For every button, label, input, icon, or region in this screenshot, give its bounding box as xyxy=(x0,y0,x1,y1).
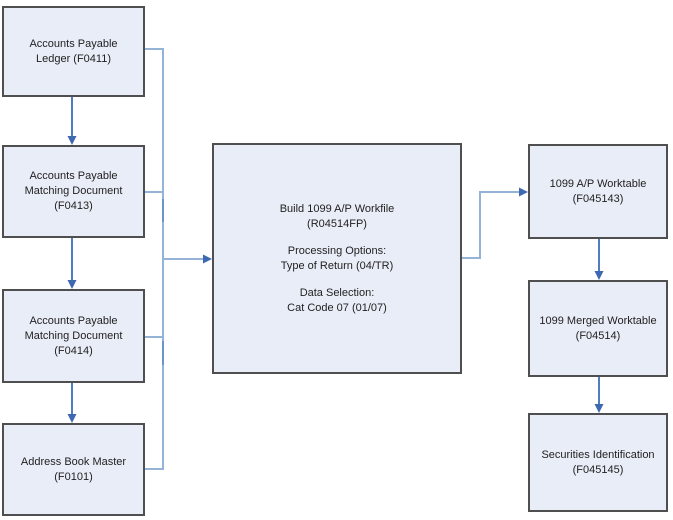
arrowhead-f0414-to-f0101-icon xyxy=(67,414,77,423)
arrowhead-into-worktable-icon xyxy=(519,187,528,197)
arrowhead-f0413-to-f0414-icon xyxy=(67,280,77,289)
box-1099-merged-worktable-f04514: 1099 Merged Worktable (F04514) xyxy=(528,280,668,377)
box-securities-identification-f045145: Securities Identification (F045145) xyxy=(528,413,668,512)
connector-left-collector xyxy=(145,48,164,470)
arrowhead-into-build-workfile-icon xyxy=(203,254,212,264)
build-workfile-data-selection: Data Selection: Cat Code 07 (01/07) xyxy=(287,286,387,314)
box-1099-ap-worktable-f045143: 1099 A/P Worktable (F045143) xyxy=(528,144,668,239)
box-address-book-master-f0101: Address Book Master (F0101) xyxy=(2,423,145,516)
build-workfile-processing-options: Processing Options: Type of Return (04/T… xyxy=(280,244,394,272)
build-workfile-title: Build 1099 A/P Workfile (R04514FP) xyxy=(279,202,395,230)
arrowhead-worktable-to-merged-icon xyxy=(594,271,604,280)
box-build-1099-ap-workfile: Build 1099 A/P Workfile (R04514FP) Proce… xyxy=(212,143,462,374)
box-accounts-payable-ledger-f0411: Accounts Payable Ledger (F0411) xyxy=(2,6,145,97)
connector-build-to-worktable xyxy=(462,191,519,259)
box-ap-matching-document-f0414: Accounts Payable Matching Document (F041… xyxy=(2,289,145,383)
arrowhead-f0411-to-f0413-icon xyxy=(67,136,77,145)
box-ap-matching-document-f0413: Accounts Payable Matching Document (F041… xyxy=(2,145,145,238)
arrowhead-merged-to-securities-icon xyxy=(594,404,604,413)
